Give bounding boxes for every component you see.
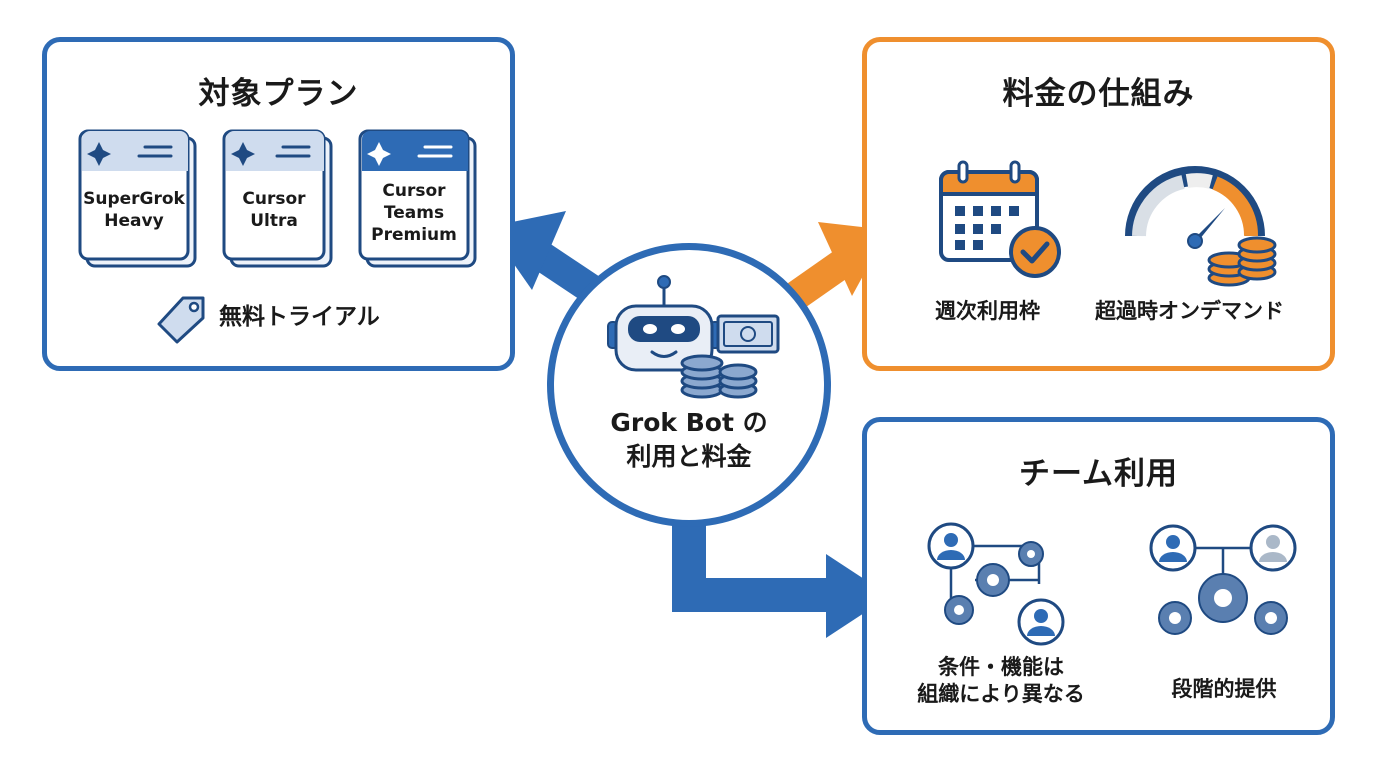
plan-card-supergrok-heavy: SuperGrok Heavy: [78, 129, 199, 270]
team-item-label: 段階的提供: [1139, 676, 1309, 703]
plan-name-line: Cursor: [242, 189, 306, 209]
person-icon: [1017, 598, 1065, 646]
pricing-panel: 料金の仕組み 週次利用枠: [862, 37, 1335, 371]
person-icon: [1149, 524, 1197, 572]
pricing-item-label: 超過時オンデマンド: [1095, 299, 1284, 323]
plan-name-line: Premium: [371, 225, 457, 245]
center-title-line: 利用と料金: [626, 442, 752, 471]
pricing-title: 料金の仕組み: [1002, 76, 1195, 112]
people-gears-network-icon: [927, 522, 1065, 646]
plan-card-cursor-teams-premium: Cursor Teams Premium: [358, 129, 479, 270]
plan-name-line: Ultra: [250, 211, 298, 231]
person-icon: [927, 522, 975, 570]
plan-name-line: Heavy: [104, 211, 164, 231]
team-item-label-line: 段階的提供: [1171, 677, 1277, 701]
document-card-icon: [78, 129, 197, 268]
center-hub: Grok Bot の 利用と料金: [547, 243, 831, 527]
plan-card-cursor-ultra: Cursor Ultra: [222, 129, 343, 270]
arrow-to-team: [672, 505, 890, 638]
center-title-line: Grok Bot の: [610, 408, 768, 437]
people-gear-rollout-icon: [1149, 524, 1297, 635]
plans-title: 対象プラン: [198, 76, 359, 112]
team-item-label-line: 組織により異なる: [917, 682, 1085, 706]
calendar-check-icon: [939, 160, 1061, 278]
plan-card-text: Cursor Teams Premium: [359, 180, 469, 246]
robot-money-icon: [607, 275, 780, 399]
document-card-icon: [358, 129, 477, 268]
plan-card-text: Cursor Ultra: [223, 188, 325, 232]
team-item-label-line: 条件・機能は: [938, 655, 1064, 679]
team-item-label: 条件・機能は 組織により異なる: [901, 654, 1101, 708]
team-title: チーム利用: [1018, 456, 1179, 492]
team-panel: チーム利用: [862, 417, 1335, 735]
trial-label: 無料トライアル: [219, 304, 380, 330]
plans-panel: 対象プラン SuperGrok Heavy: [42, 37, 515, 371]
center-title: Grok Bot の 利用と料金: [554, 406, 824, 474]
plan-name-line: Teams: [383, 203, 445, 223]
person-icon: [1249, 524, 1297, 572]
price-tag-icon: [157, 296, 205, 344]
pricing-item-label: 週次利用枠: [935, 299, 1040, 323]
plan-name-line: SuperGrok: [83, 189, 185, 209]
gauge-coins-icon: [1125, 166, 1277, 287]
document-card-icon: [222, 129, 333, 268]
plan-name-line: Cursor: [382, 181, 446, 201]
plan-card-text: SuperGrok Heavy: [79, 188, 189, 232]
